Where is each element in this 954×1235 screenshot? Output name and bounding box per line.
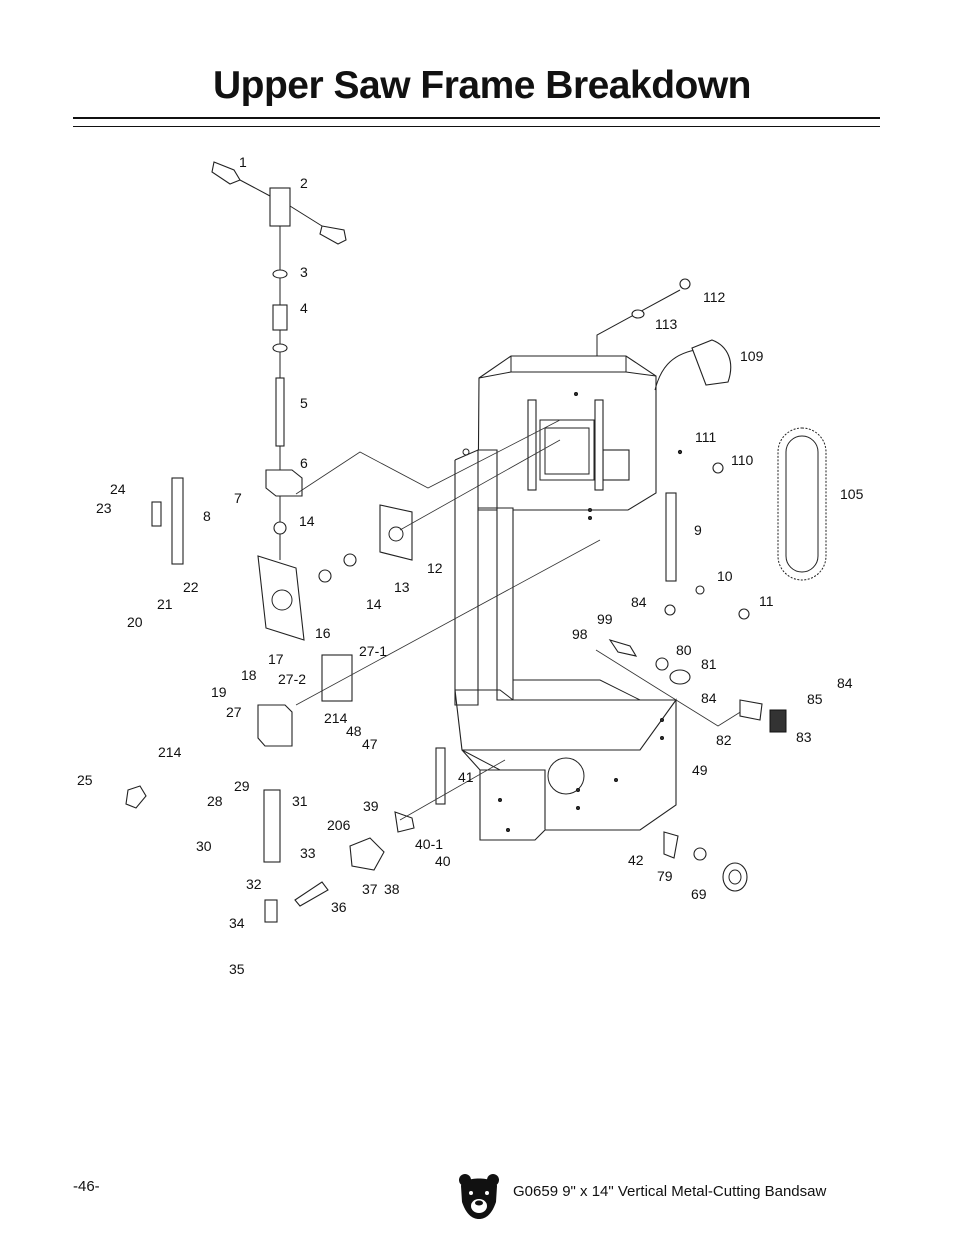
- callout-2: 2: [300, 175, 308, 191]
- callout-112: 112: [703, 289, 726, 305]
- callout-25: 25: [77, 772, 93, 788]
- callout-1: 1: [239, 154, 247, 170]
- callout-81: 81: [701, 656, 717, 672]
- callout-84b: 84: [701, 690, 717, 706]
- callout-34: 34: [229, 915, 245, 931]
- callout-98: 98: [572, 626, 588, 642]
- rail-part-9: [665, 492, 677, 582]
- callout-35: 35: [229, 961, 245, 977]
- callout-110: 110: [731, 452, 754, 468]
- callout-17: 17: [268, 651, 284, 667]
- callout-10: 10: [717, 568, 733, 584]
- callout-42: 42: [628, 852, 644, 868]
- callout-30: 30: [196, 838, 212, 854]
- callout-8: 8: [203, 508, 211, 524]
- callout-37: 37: [362, 881, 378, 897]
- plate-part-16: [257, 555, 305, 641]
- callout-40-1: 40-1: [415, 836, 443, 852]
- callout-24: 24: [110, 481, 126, 497]
- callout-36: 36: [331, 899, 347, 915]
- callout-105: 105: [840, 486, 864, 502]
- callout-69: 69: [691, 886, 707, 902]
- callout-11: 11: [759, 593, 774, 609]
- callout-83: 83: [796, 729, 812, 745]
- callout-7: 7: [234, 490, 242, 506]
- callout-84a: 84: [631, 594, 647, 610]
- callout-214b: 214: [158, 744, 182, 760]
- callout-38: 38: [384, 881, 400, 897]
- callout-99: 99: [597, 611, 613, 627]
- callout-21: 21: [157, 596, 173, 612]
- callout-40: 40: [435, 853, 451, 869]
- callout-23: 23: [96, 500, 112, 516]
- callout-18: 18: [241, 667, 257, 683]
- title-rule-thick: [73, 117, 880, 119]
- callout-206: 206: [327, 817, 351, 833]
- callout-31: 31: [292, 793, 308, 809]
- callout-labels: 1 2 3 4 5 6 7 8 9 10 11 12 13 14 14 16 1…: [77, 154, 864, 977]
- page-title: Upper Saw Frame Breakdown: [213, 64, 752, 107]
- callout-80: 80: [676, 642, 692, 658]
- callout-14b: 14: [366, 596, 382, 612]
- callout-113: 113: [655, 316, 678, 332]
- callout-29: 29: [234, 778, 250, 794]
- callout-4: 4: [300, 300, 308, 316]
- callout-3: 3: [300, 264, 308, 280]
- callout-79: 79: [657, 868, 673, 884]
- callout-22: 22: [183, 579, 199, 595]
- callout-33: 33: [300, 845, 316, 861]
- callout-39: 39: [363, 798, 379, 814]
- callout-14a: 14: [299, 513, 315, 529]
- callout-85: 85: [807, 691, 823, 707]
- callout-32: 32: [246, 876, 262, 892]
- page-number: -46-: [73, 1178, 100, 1195]
- callout-84c: 84: [837, 675, 853, 691]
- footer-title: G0659 9" x 14" Vertical Metal-Cutting Ba…: [513, 1183, 827, 1200]
- upper-frame-part: [454, 289, 681, 841]
- blade-part-105: [777, 427, 827, 581]
- callout-41: 41: [458, 769, 474, 785]
- callout-27-1: 27-1: [359, 643, 387, 659]
- callout-13: 13: [394, 579, 410, 595]
- grizzly-bear-head-icon: [459, 1174, 499, 1219]
- callout-16: 16: [315, 625, 331, 641]
- callout-20: 20: [127, 614, 143, 630]
- callout-49: 49: [692, 762, 708, 778]
- callout-19: 19: [211, 684, 227, 700]
- callout-48: 48: [346, 723, 362, 739]
- handle-part-1: [211, 161, 347, 245]
- callout-27: 27: [226, 704, 242, 720]
- callout-27-2: 27-2: [278, 671, 306, 687]
- callout-12: 12: [427, 560, 443, 576]
- callout-47: 47: [362, 736, 378, 752]
- callout-9: 9: [694, 522, 702, 538]
- callout-28: 28: [207, 793, 223, 809]
- callout-82: 82: [716, 732, 732, 748]
- lamp-part-109: [654, 339, 732, 391]
- title-rule-thin: [73, 126, 880, 127]
- callout-5: 5: [300, 395, 308, 411]
- callout-111: 111: [695, 429, 716, 445]
- callout-6: 6: [300, 455, 308, 471]
- callout-214a: 214: [324, 710, 348, 726]
- callout-109: 109: [740, 348, 764, 364]
